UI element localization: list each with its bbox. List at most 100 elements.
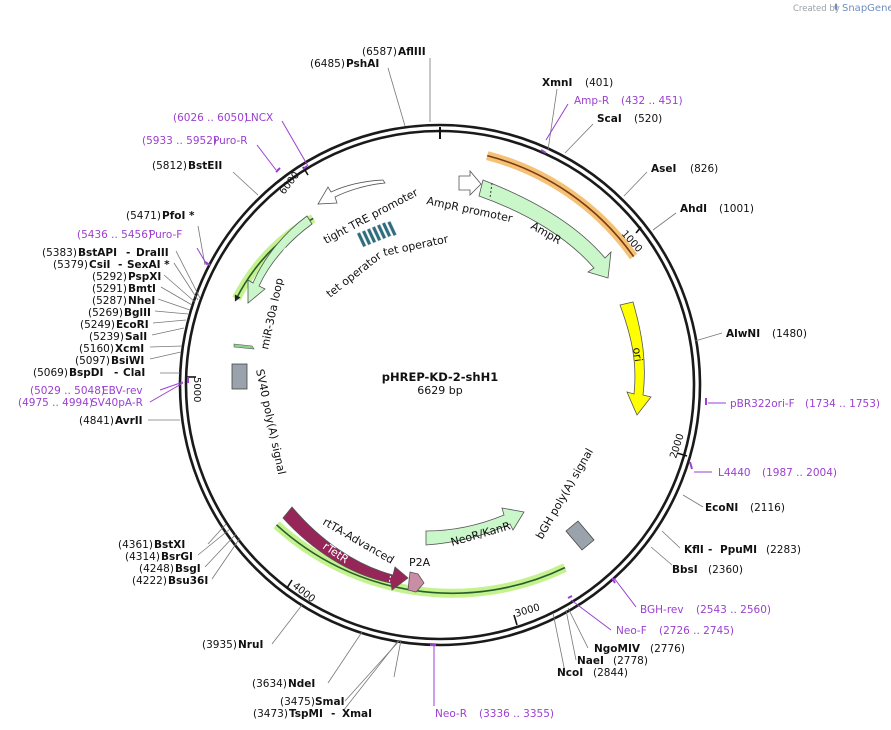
tet-operator-blocks[interactable] xyxy=(356,220,398,248)
site-ncoi-pos: (2844) xyxy=(593,667,628,679)
site-xcmi-name: XcmI xyxy=(115,343,144,355)
site-econi-pos: (2116) xyxy=(750,502,785,514)
site-bstxi-name: BstXI xyxy=(154,539,185,551)
primer-pbr322ori-f-range: (1734 .. 1753) xyxy=(805,398,880,410)
site-nhei-name: NheI xyxy=(128,295,155,307)
primer-ebv-rev-range: (5029 .. 5048) xyxy=(30,385,105,397)
site-bsiwi-pos: (5097) xyxy=(75,355,110,367)
site-bglii-name: BglII xyxy=(124,307,151,319)
site-draiii-name: DraIII xyxy=(136,247,169,259)
neor-kanr-feature[interactable] xyxy=(425,507,525,546)
ori-feature[interactable] xyxy=(619,301,652,416)
p2a-feature[interactable] xyxy=(407,571,425,593)
site-nhei-pos: (5287) xyxy=(92,295,127,307)
site-bsteii-pos: (5812) xyxy=(152,160,187,172)
site-ngomiv-name: NgoMIV xyxy=(594,643,641,655)
primer-puro-r-range: (5933 .. 5952) xyxy=(142,135,217,147)
tick-label-5000: 5000 xyxy=(191,377,202,402)
sv40-polya-feature[interactable] xyxy=(231,363,248,390)
tick-label-3000: 3000 xyxy=(514,602,541,620)
site-pshai-pos: (6485) xyxy=(310,58,345,70)
site-pspxi-pos: (5292) xyxy=(92,271,127,283)
primer-marks xyxy=(187,149,707,646)
site-kfli-name: KflI xyxy=(684,544,704,556)
site-econi-name: EcoNI xyxy=(705,502,738,514)
site-pfoi-name: PfoI * xyxy=(162,210,195,222)
site-kfli-dash: - xyxy=(708,544,712,556)
site-pfoi-pos: (5471) xyxy=(126,210,161,222)
site-nrui-pos: (3935) xyxy=(202,639,237,651)
primer-puro-r-name: Puro-R xyxy=(213,135,248,147)
site-bglii-pos: (5269) xyxy=(88,307,123,319)
credit-prefix: Created by xyxy=(793,4,840,14)
site-sali-name: SalI xyxy=(125,331,147,343)
credit-brand: SnapGene xyxy=(842,3,891,14)
primer-neo-r-range: (3336 .. 3355) xyxy=(479,708,554,720)
label-tet-operator-2: tet operator xyxy=(382,232,450,259)
label-ori: ori xyxy=(630,347,645,363)
site-sexai-name: SexAI * xyxy=(127,259,170,271)
site-bsteii-name: BstEII xyxy=(188,160,222,172)
mir30a-loop-feature[interactable] xyxy=(233,343,255,350)
site-asei-name: AseI xyxy=(651,163,676,175)
puror-feature[interactable] xyxy=(247,215,313,304)
label-tet-operator-1: tet operator xyxy=(324,249,385,300)
site-afliii-name: AflIII xyxy=(398,46,426,58)
site-ncoi-name: NcoI xyxy=(557,667,583,679)
site-bsgi-name: BsgI xyxy=(175,563,201,575)
rtta-advanced-feature[interactable] xyxy=(282,506,409,591)
site-nrui-name: NruI xyxy=(238,639,263,651)
snapgene-credit: Created by SnapGene xyxy=(793,3,891,14)
ampr-dashed-boundary xyxy=(489,182,493,199)
site-bspdi-dash: - xyxy=(114,367,118,379)
site-bstxi-pos: (4361) xyxy=(118,539,153,551)
site-bspdi-pos: (5069) xyxy=(33,367,68,379)
site-afliii-pos: (6587) xyxy=(362,46,397,58)
site-bmti-pos: (5291) xyxy=(92,283,127,295)
site-bstapi-dash: - xyxy=(126,247,130,259)
site-sali-pos: (5239) xyxy=(89,331,124,343)
site-scai-pos: (520) xyxy=(634,113,662,125)
site-bmti-name: BmtI xyxy=(128,283,156,295)
site-ahdi-pos: (1001) xyxy=(719,203,754,215)
primer-bgh-rev-name: BGH-rev xyxy=(640,604,684,616)
site-bsgi-pos: (4248) xyxy=(139,563,174,575)
site-xmni-name: XmnI xyxy=(542,77,572,89)
site-bstapi-name: BstAPI xyxy=(78,247,117,259)
site-bbsi-name: BbsI xyxy=(672,564,698,576)
ampr-promoter-feature[interactable] xyxy=(458,169,482,196)
site-tspmi-pos: (3473) xyxy=(253,708,288,720)
primer-neo-f-range: (2726 .. 2745) xyxy=(659,625,734,637)
site-clai-name: ClaI xyxy=(123,367,145,379)
tight-tre-promoter-feature[interactable] xyxy=(317,179,386,205)
site-avrii-name: AvrII xyxy=(115,415,143,427)
bgh-polya-feature[interactable] xyxy=(565,520,595,551)
plasmid-size: 6629 bp xyxy=(417,384,462,397)
site-tspmi-dash: - xyxy=(331,708,335,720)
primer-puro-f-name: Puro-F xyxy=(149,229,182,241)
ampr-feature[interactable] xyxy=(478,179,612,279)
site-xmai-name: XmaI xyxy=(342,708,372,720)
primer-bgh-rev-range: (2543 .. 2560) xyxy=(696,604,771,616)
site-bstapi-pos: (5383) xyxy=(42,247,77,259)
site-ndei-pos: (3634) xyxy=(252,678,287,690)
site-bsrgi-pos: (4314) xyxy=(125,551,160,563)
site-pspxi-name: PspXI xyxy=(128,271,161,283)
site-bsrgi-name: BsrGI xyxy=(161,551,193,563)
primer-ebv-rev-name: EBV-rev xyxy=(102,385,143,397)
site-smai-pos: (3475) xyxy=(280,696,315,708)
site-avrii-pos: (4841) xyxy=(79,415,114,427)
primer-amp-r-range: (432 .. 451) xyxy=(621,95,683,107)
site-bsiwi-name: BsiWI xyxy=(111,355,144,367)
site-csii-name: CsiI xyxy=(89,259,110,271)
primer-l4440-name: L4440 xyxy=(718,467,751,479)
site-xmni-pos: (401) xyxy=(585,77,613,89)
site-scai-name: ScaI xyxy=(597,113,622,125)
site-alwni-pos: (1480) xyxy=(772,328,807,340)
site-asei-pos: (826) xyxy=(690,163,718,175)
site-bsu36i-name: Bsu36I xyxy=(168,575,208,587)
primer-l4440-range: (1987 .. 2004) xyxy=(762,467,837,479)
label-p2a: P2A xyxy=(409,556,431,569)
site-ecori-name: EcoRI xyxy=(116,319,149,331)
